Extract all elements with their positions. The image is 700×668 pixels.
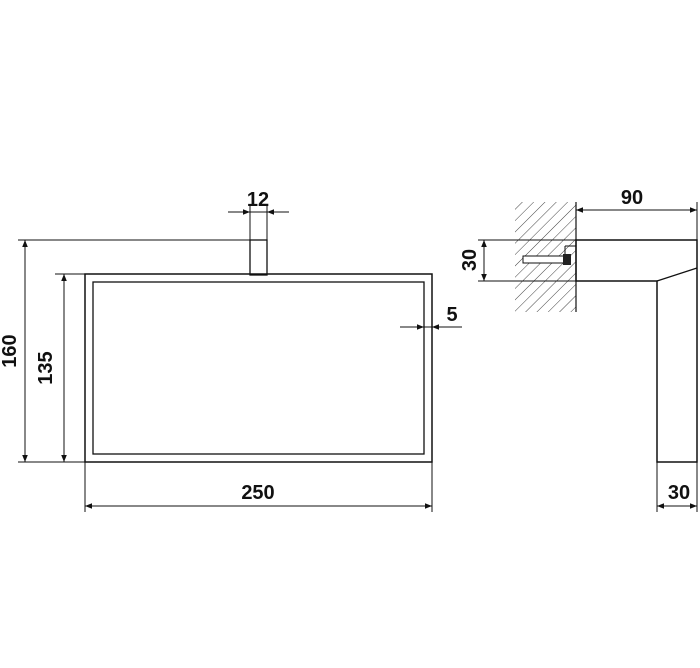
dimension-mount-height: 30: [459, 239, 576, 282]
dim-label-30-depth: 30: [668, 482, 690, 504]
dim-label-90: 90: [621, 187, 643, 209]
side-view: [515, 202, 698, 463]
dimension-inner-height: 135: [35, 273, 85, 462]
dimension-projection: 90: [575, 187, 698, 240]
dim-label-30-mount: 30: [459, 249, 481, 271]
dimension-width-mount: 12: [228, 189, 289, 240]
dim-label-250: 250: [241, 482, 274, 504]
outer-frame: [84, 273, 433, 463]
dim-label-12: 12: [247, 189, 269, 211]
mounting-post: [249, 239, 268, 276]
inner-frame: [92, 281, 425, 455]
dim-label-135: 135: [35, 351, 57, 384]
front-view: [84, 239, 433, 463]
dim-label-5: 5: [446, 304, 457, 326]
dimension-frame-thickness: 5: [400, 304, 462, 330]
dimension-bar-depth: 30: [656, 462, 698, 512]
dim-label-160: 160: [0, 334, 21, 367]
wall-plug: [522, 255, 570, 264]
dimension-total-height: 160: [0, 239, 250, 463]
dimension-total-width: 250: [84, 462, 433, 512]
